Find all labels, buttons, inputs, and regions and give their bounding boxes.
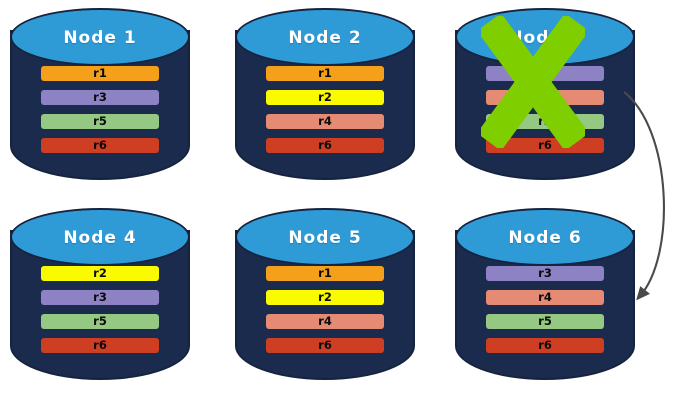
cylinder-top: Node 1 — [10, 8, 190, 66]
record-bar-r3[interactable]: r3 — [41, 290, 159, 305]
record-bar-r5[interactable]: r5 — [41, 114, 159, 129]
node-3[interactable]: r3 r4 r5 r6 Node 3 — [455, 8, 635, 193]
node-2[interactable]: r1 r2 r4 r6 Node 2 — [235, 8, 415, 193]
record-bar-r3[interactable]: r3 — [486, 66, 604, 81]
record-bar-r6[interactable]: r6 — [41, 138, 159, 153]
record-bar-r1[interactable]: r1 — [266, 66, 384, 81]
record-bar-r4[interactable]: r4 — [266, 114, 384, 129]
record-list: r2 r3 r5 r6 — [41, 266, 159, 353]
record-bar-r5[interactable]: r5 — [41, 314, 159, 329]
record-list: r1 r3 r5 r6 — [41, 66, 159, 153]
record-bar-r2[interactable]: r2 — [266, 290, 384, 305]
record-bar-r2[interactable]: r2 — [266, 90, 384, 105]
cylinder-top: Node 6 — [455, 208, 635, 266]
cylinder-top: Node 3 — [455, 8, 635, 66]
record-bar-r6[interactable]: r6 — [486, 338, 604, 353]
record-bar-r4[interactable]: r4 — [266, 314, 384, 329]
node-5[interactable]: r1 r2 r4 r6 Node 5 — [235, 208, 415, 393]
record-bar-r1[interactable]: r1 — [266, 266, 384, 281]
record-bar-r4[interactable]: r4 — [486, 290, 604, 305]
record-bar-r5[interactable]: r5 — [486, 114, 604, 129]
node-title: Node 5 — [288, 228, 362, 248]
record-list: r3 r4 r5 r6 — [486, 266, 604, 353]
record-list: r1 r2 r4 r6 — [266, 66, 384, 153]
record-bar-r4[interactable]: r4 — [486, 90, 604, 105]
record-bar-r1[interactable]: r1 — [41, 66, 159, 81]
record-bar-r6[interactable]: r6 — [41, 338, 159, 353]
cylinder-top: Node 2 — [235, 8, 415, 66]
record-bar-r6[interactable]: r6 — [486, 138, 604, 153]
node-title: Node 2 — [288, 28, 362, 48]
cylinder-top: Node 5 — [235, 208, 415, 266]
node-title: Node 3 — [508, 28, 582, 48]
record-bar-r6[interactable]: r6 — [266, 338, 384, 353]
record-list: r1 r2 r4 r6 — [266, 266, 384, 353]
node-1[interactable]: r1 r3 r5 r6 Node 1 — [10, 8, 190, 193]
node-title: Node 1 — [63, 28, 137, 48]
node-4[interactable]: r2 r3 r5 r6 Node 4 — [10, 208, 190, 393]
node-title: Node 4 — [63, 228, 137, 248]
node-title: Node 6 — [508, 228, 582, 248]
record-bar-r3[interactable]: r3 — [486, 266, 604, 281]
record-bar-r2[interactable]: r2 — [41, 266, 159, 281]
record-bar-r6[interactable]: r6 — [266, 138, 384, 153]
record-list: r3 r4 r5 r6 — [486, 66, 604, 153]
cylinder-top: Node 4 — [10, 208, 190, 266]
node-6[interactable]: r3 r4 r5 r6 Node 6 — [455, 208, 635, 393]
record-bar-r3[interactable]: r3 — [41, 90, 159, 105]
record-bar-r5[interactable]: r5 — [486, 314, 604, 329]
